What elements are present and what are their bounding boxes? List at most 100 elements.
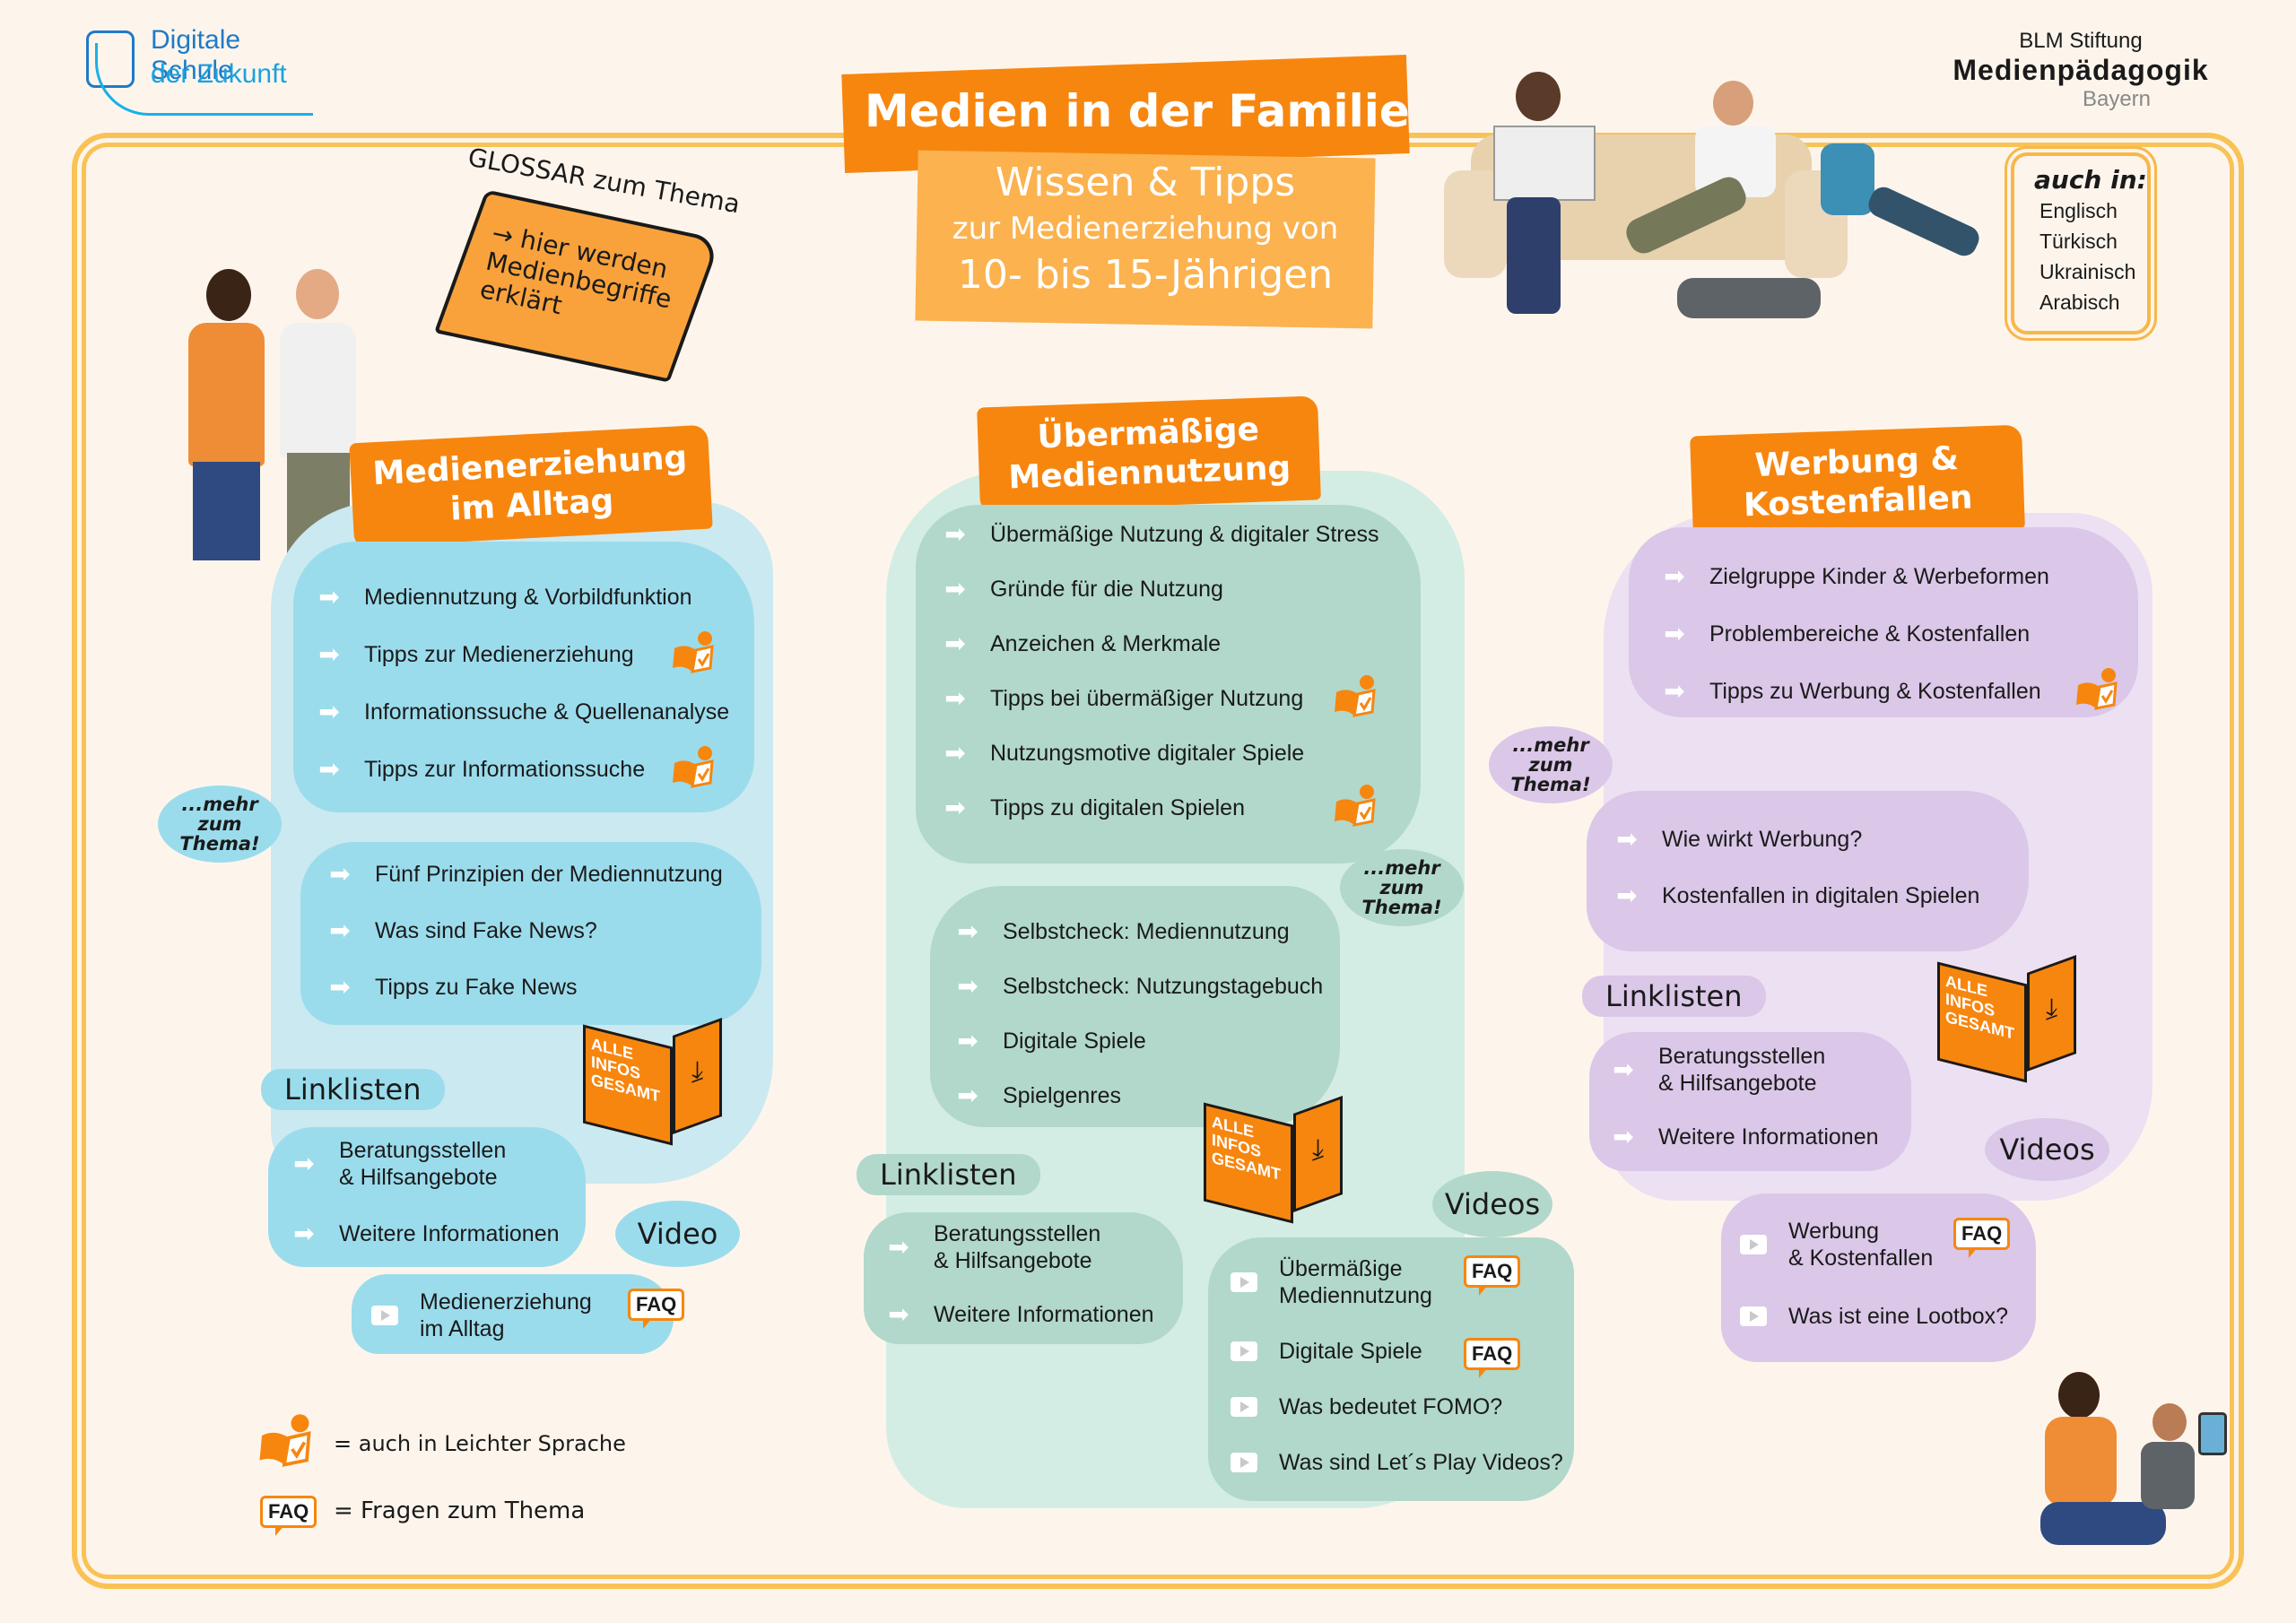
topic-link[interactable]: ➡Beratungsstellen & Hilfsangebote [289, 1137, 560, 1191]
blm-logo-text-3: Bayern [2082, 87, 2152, 111]
topic-link[interactable]: ➡Tipps zu digitalen Spielen [940, 785, 1379, 827]
col2-topics-list: ➡Übermäßige Nutzung & digitaler Stress➡G… [940, 521, 1379, 849]
topic-link[interactable]: ➡Tipps zur Medienerziehung [314, 631, 744, 673]
language-english[interactable]: Englisch [2039, 199, 2118, 222]
video-link[interactable]: Was bedeutet FOMO? [1229, 1393, 1563, 1420]
alle-infos-label: ALLE INFOS GESAMT [1204, 1102, 1293, 1224]
topic-link[interactable]: ➡Kostenfallen in digitalen Spielen [1612, 882, 1979, 909]
topic-link[interactable]: ➡Selbstcheck: Nutzungstagebuch [952, 973, 1323, 1000]
col3-links-box [1589, 1032, 1911, 1171]
glossar-link[interactable]: GLOSSAR zum Thema → hier werden Medienbe… [433, 143, 743, 383]
col1-alle-infos-download[interactable]: ALLE INFOS GESAMT ⤓ [583, 1017, 722, 1146]
link-label: Selbstcheck: Nutzungstagebuch [1003, 974, 1324, 999]
topic-link[interactable]: ➡Informationssuche & Quellenanalyse [314, 699, 744, 725]
topic-link[interactable]: ➡ Spielgenres [952, 1082, 1323, 1109]
topic-link[interactable]: ➡Weitere Informationen [883, 1301, 1154, 1328]
topic-link[interactable]: ➡Beratungsstellen & Hilfsangebote [1608, 1043, 1879, 1097]
topic-link[interactable]: ➡Weitere Informationen [289, 1220, 560, 1247]
subtitle-3: 10- bis 15-Jährigen [957, 252, 1334, 298]
video-link[interactable]: Digitale Spiele FAQ [1229, 1338, 1563, 1378]
col1-videos-box [352, 1274, 674, 1354]
link-label: Gründe für die Nutzung [990, 577, 1223, 602]
topic-link[interactable]: ➡Zielgruppe Kinder & Werbeformen [1659, 563, 2049, 590]
link-label: Was sind Let´s Play Videos? [1279, 1450, 1563, 1475]
download-icon: ⤓ [1293, 1095, 1343, 1213]
topic-link[interactable]: ➡Was sind Fake News? [325, 917, 723, 944]
play-icon [370, 1302, 400, 1329]
easy-language-icon[interactable] [673, 745, 719, 788]
topic-link[interactable]: ➡Mediennutzung & Vorbildfunktion [314, 584, 744, 611]
col3-alle-infos-download[interactable]: ALLE INFOS GESAMT ⤓ [1937, 954, 2076, 1083]
col2-linklisten-label: Linklisten [857, 1154, 1040, 1195]
topic-link[interactable]: ➡Beratungsstellen & Hilfsangebote [883, 1220, 1154, 1274]
col1-video-bubble: Video [615, 1201, 740, 1267]
link-label: Weitere Informationen [934, 1302, 1154, 1327]
subtitle-2: zur Medienerziehung von [952, 211, 1339, 247]
alle-infos-label: ALLE INFOS GESAMT [1937, 961, 2027, 1083]
topic-link[interactable]: ➡Nutzungsmotive digitaler Spiele [940, 740, 1379, 767]
topic-link[interactable]: ➡Tipps zu Werbung & Kostenfallen [1659, 668, 2118, 710]
arrow-right-icon: ➡ [329, 916, 351, 944]
link-label: Wie wirkt Werbung? [1662, 827, 1863, 852]
easy-language-icon[interactable] [2076, 667, 2123, 710]
easy-language-icon[interactable] [1335, 784, 1381, 827]
parent-child-tablet-illustration [2040, 1372, 2229, 1565]
topic-link[interactable]: ➡Tipps zu Fake News [325, 974, 723, 1001]
languages-label: auch in: [2034, 165, 2147, 195]
download-icon: ⤓ [2027, 954, 2076, 1072]
video-link[interactable]: Was ist eine Lootbox? [1738, 1303, 2008, 1330]
link-label: Was ist eine Lootbox? [1788, 1304, 2009, 1329]
easy-language-icon[interactable] [1335, 674, 1381, 717]
topic-link[interactable]: ➡Gründe für die Nutzung [940, 576, 1379, 603]
link-label: Beratungsstellen & Hilfsangebote [1658, 1044, 1826, 1096]
link-label: Weitere Informationen [339, 1221, 560, 1246]
link-label: Spielgenres [1003, 1083, 1122, 1108]
arrow-right-icon: ➡ [944, 739, 966, 767]
arrow-right-icon: ➡ [329, 860, 351, 888]
easy-language-icon [259, 1414, 311, 1467]
blm-logo-text-2: Medienpädagogik [1952, 54, 2209, 86]
language-arabic[interactable]: Arabisch [2039, 291, 2120, 314]
topic-link[interactable]: ➡Übermäßige Nutzung & digitaler Stress [940, 520, 1378, 548]
topic-link[interactable]: ➡Digitale Spiele [952, 1028, 1323, 1055]
video-link[interactable]: Was sind Let´s Play Videos? [1229, 1449, 1563, 1476]
title-banner: Medien in der Familie Wissen & Tipps zur… [841, 55, 1410, 334]
subtitle-1: Wissen & Tipps [995, 160, 1296, 205]
easy-language-icon[interactable] [673, 630, 719, 673]
faq-badge[interactable]: FAQ [1464, 1338, 1521, 1378]
faq-icon: FAQ [260, 1496, 317, 1536]
arrow-right-icon: ➡ [957, 1081, 978, 1109]
arrow-right-icon: ➡ [1613, 1123, 1634, 1150]
link-label: Digitale Spiele [1279, 1339, 1422, 1364]
topic-link[interactable]: ➡Fünf Prinzipien der Mediennutzung [325, 860, 722, 888]
topic-link[interactable]: ➡Weitere Informationen [1608, 1123, 1878, 1150]
arrow-right-icon: ➡ [318, 583, 340, 611]
col2-more-box [930, 886, 1340, 1127]
arrow-right-icon: ➡ [944, 794, 966, 821]
link-label: Tipps zur Medienerziehung [364, 642, 634, 667]
topic-link[interactable]: ➡Anzeichen & Merkmale [940, 630, 1379, 657]
col2-alle-infos-download[interactable]: ALLE INFOS GESAMT ⤓ [1204, 1095, 1343, 1224]
faq-badge[interactable]: FAQ [1464, 1255, 1521, 1296]
language-turkish[interactable]: Türkisch [2039, 230, 2118, 253]
dsz-logo-text-1: Digitale Schule [151, 25, 241, 85]
link-label: Selbstcheck: Mediennutzung [1003, 919, 1290, 944]
topic-link[interactable]: ➡Tipps zur Informationssuche [314, 746, 744, 788]
language-ukrainian[interactable]: Ukrainisch [2039, 260, 2136, 283]
arrow-right-icon: ➡ [293, 1150, 315, 1177]
link-label: Kostenfallen in digitalen Spielen [1662, 883, 1980, 908]
faq-badge[interactable]: FAQ [1953, 1218, 2011, 1258]
topic-link[interactable]: ➡Wie wirkt Werbung? [1612, 826, 1979, 853]
arrow-right-icon: ➡ [944, 520, 966, 548]
faq-badge[interactable]: FAQ [628, 1289, 685, 1329]
legend: = auch in Leichter Sprache FAQ = Fragen … [257, 1413, 633, 1548]
alle-infos-label: ALLE INFOS GESAMT [583, 1024, 673, 1146]
topic-link[interactable]: ➡Problembereiche & Kostenfallen [1659, 621, 2049, 647]
topic-link[interactable]: ➡Selbstcheck: Mediennutzung [952, 918, 1323, 945]
topic-link[interactable]: ➡Tipps bei übermäßiger Nutzung [940, 675, 1379, 717]
col3-more-box [1587, 791, 2029, 951]
